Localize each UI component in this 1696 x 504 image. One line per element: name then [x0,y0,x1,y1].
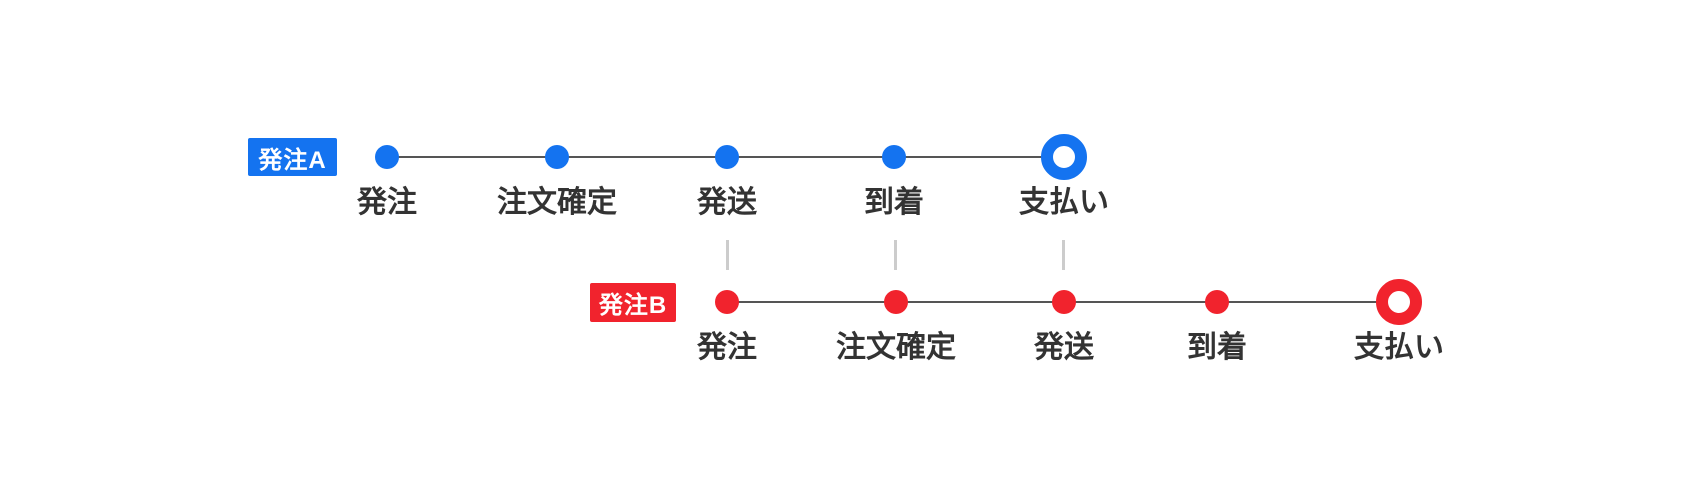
timeline-b-dot-4 [1205,290,1229,314]
timeline-b-stage-label-4: 到着 [1187,331,1247,364]
timeline-a-stage-label-1: 発注 [357,186,417,219]
timeline-a-dot-4 [882,145,906,169]
timeline-a-dot-2 [545,145,569,169]
timeline-b-badge: 発注B [590,283,676,322]
timeline-b-stage-label-2: 注文確定 [836,331,956,364]
timeline-b-stage-label-5: 支払い [1354,331,1444,364]
timeline-a-stage-label-4: 到着 [864,186,924,219]
timeline-a-dot-1 [375,145,399,169]
timeline-a-stage-label-3: 発送 [697,186,757,219]
timeline-connector-3 [1061,240,1065,270]
timeline-connector-2 [893,240,897,270]
timeline-connector-1 [725,240,729,270]
timeline-b-dot-1 [715,290,739,314]
timeline-b-stage-label-1: 発注 [697,331,757,364]
timeline-a-stage-label-5: 支払い [1019,186,1109,219]
timeline-b-dot-2 [884,290,908,314]
timeline-b-stage-label-3: 発送 [1034,331,1094,364]
timeline-a-stage-label-2: 注文確定 [497,186,617,219]
timeline-a-badge: 発注A [248,138,337,176]
timeline-a-dot-3 [715,145,739,169]
timeline-b-dot-5-ring [1376,279,1422,325]
timeline-b-dot-3 [1052,290,1076,314]
